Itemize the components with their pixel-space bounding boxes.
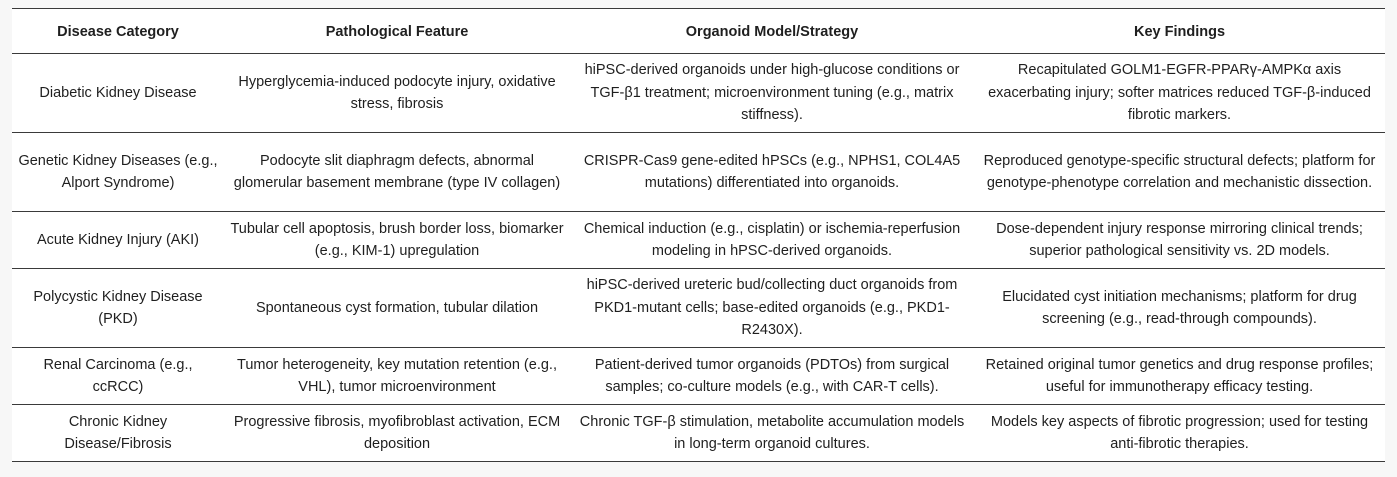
cell-disease-category: Renal Carcinoma (e.g., ccRCC) <box>12 347 224 405</box>
disease-organoid-table: Disease Category Pathological Feature Or… <box>12 8 1385 462</box>
table-row: Diabetic Kidney Disease Hyperglycemia-in… <box>12 53 1385 133</box>
cell-pathological-feature: Progressive fibrosis, myofibroblast acti… <box>224 404 570 462</box>
cell-organoid-model: Chronic TGF-β stimulation, metabolite ac… <box>570 404 974 462</box>
cell-pathological-feature: Spontaneous cyst formation, tubular dila… <box>224 268 570 348</box>
cell-disease-category: Chronic Kidney Disease/Fibrosis <box>12 404 224 462</box>
header-key-findings: Key Findings <box>974 8 1385 54</box>
header-organoid-model: Organoid Model/Strategy <box>570 8 974 54</box>
cell-organoid-model: Chemical induction (e.g., cisplatin) or … <box>570 211 974 269</box>
table-row: Renal Carcinoma (e.g., ccRCC) Tumor hete… <box>12 347 1385 405</box>
cell-pathological-feature: Tumor heterogeneity, key mutation retent… <box>224 347 570 405</box>
cell-organoid-model: CRISPR-Cas9 gene-edited hPSCs (e.g., NPH… <box>570 132 974 212</box>
cell-disease-category: Genetic Kidney Diseases (e.g., Alport Sy… <box>12 132 224 212</box>
cell-key-findings: Reproduced genotype-specific structural … <box>974 132 1385 212</box>
table-row: Polycystic Kidney Disease (PKD) Spontane… <box>12 268 1385 348</box>
header-disease-category: Disease Category <box>12 8 224 54</box>
cell-organoid-model: hiPSC-derived organoids under high-gluco… <box>570 53 974 133</box>
table-row: Genetic Kidney Diseases (e.g., Alport Sy… <box>12 132 1385 212</box>
table-row: Acute Kidney Injury (AKI) Tubular cell a… <box>12 211 1385 269</box>
cell-key-findings: Dose-dependent injury response mirroring… <box>974 211 1385 269</box>
cell-key-findings: Models key aspects of fibrotic progressi… <box>974 404 1385 462</box>
cell-disease-category: Acute Kidney Injury (AKI) <box>12 211 224 269</box>
cell-key-findings: Recapitulated GOLM1-EGFR-PPARγ-AMPKα axi… <box>974 53 1385 133</box>
cell-organoid-model: hiPSC-derived ureteric bud/collecting du… <box>570 268 974 348</box>
cell-pathological-feature: Hyperglycemia-induced podocyte injury, o… <box>224 53 570 133</box>
cell-pathological-feature: Podocyte slit diaphragm defects, abnorma… <box>224 132 570 212</box>
cell-organoid-model: Patient-derived tumor organoids (PDTOs) … <box>570 347 974 405</box>
table-row: Chronic Kidney Disease/Fibrosis Progress… <box>12 404 1385 462</box>
cell-disease-category: Diabetic Kidney Disease <box>12 53 224 133</box>
cell-disease-category: Polycystic Kidney Disease (PKD) <box>12 268 224 348</box>
cell-pathological-feature: Tubular cell apoptosis, brush border los… <box>224 211 570 269</box>
cell-key-findings: Retained original tumor genetics and dru… <box>974 347 1385 405</box>
table-header-row: Disease Category Pathological Feature Or… <box>12 8 1385 54</box>
cell-key-findings: Elucidated cyst initiation mechanisms; p… <box>974 268 1385 348</box>
header-pathological-feature: Pathological Feature <box>224 8 570 54</box>
